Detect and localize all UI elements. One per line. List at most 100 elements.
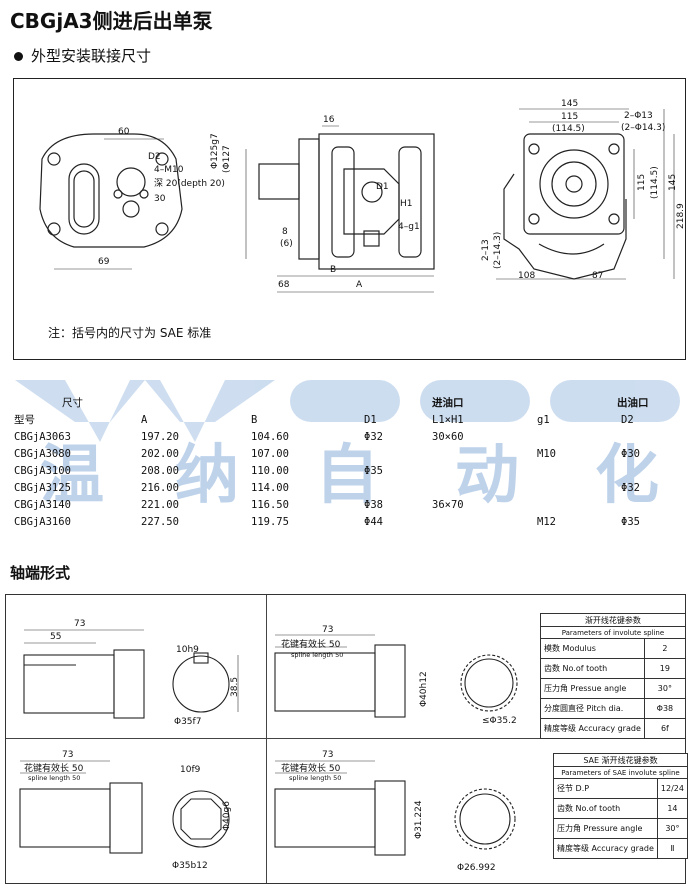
shaft1-d385: 38.5: [230, 676, 240, 697]
dim-g1: 4–g1: [398, 222, 420, 232]
param-value: 30°: [643, 678, 686, 699]
param-value: 14: [656, 798, 688, 819]
cell-l1h1: [432, 462, 537, 479]
cell-model: CBGjA3125: [14, 481, 71, 494]
header-model: 型号: [14, 414, 35, 426]
shaft-section-heading: 轴端形式: [10, 564, 71, 582]
involute-spline-table: 渐开线花键参数 Parameters of involute spline 模数…: [540, 613, 686, 739]
param-label: 齿数 No.of tooth: [540, 658, 645, 679]
cell-d1: [352, 445, 432, 462]
cell-a: 197.20: [141, 430, 179, 443]
shaft4-phi31: Φ31.224: [414, 800, 424, 839]
param-label: 压力角 Pressue angle: [540, 678, 645, 699]
shaft4-spline-cn: 花键有效长 50: [281, 764, 341, 774]
shaft3-phi35: Φ35b12: [172, 861, 208, 871]
shaft1-phi: Φ35f7: [174, 717, 202, 727]
dim-60: 60: [118, 127, 130, 137]
dim-30: 30: [154, 194, 166, 204]
dim-2-phi13: 2–Φ13: [624, 111, 653, 121]
shaft2-phi40: Φ40h12: [419, 671, 429, 707]
shaft2-spline-en: spline length 50: [291, 651, 344, 659]
cell-b: 116.50: [251, 498, 289, 511]
param-label: 齿数 No.of tooth: [553, 798, 658, 819]
outline-drawing-frame: 60 69 D2 4–M10 深 20(depth 20) 30 16 Φ125…: [13, 78, 686, 360]
sae-table-title-en: Parameters of SAE involute spline: [553, 766, 688, 779]
shaft3-phi40: Φ40g6: [222, 801, 232, 831]
header-d2: D2: [621, 413, 634, 426]
dim-m10: 4–M10: [154, 165, 184, 175]
header-g1: g1: [537, 413, 550, 426]
outline-drawing: [39, 108, 675, 293]
shaft3-spline-cn: 花键有效长 50: [24, 764, 84, 774]
dim-v218-9: 218.9: [676, 203, 686, 229]
param-value: 2: [643, 638, 686, 659]
cell-g1: [537, 428, 617, 445]
cell-a: 208.00: [141, 464, 179, 477]
cell-d2: [617, 496, 686, 513]
param-row: 分度圆直径 Pitch dia.Φ38: [540, 698, 686, 719]
dim-2-phi14-3: (2–Φ14.3): [621, 123, 666, 133]
cell-model: CBGjA3063: [14, 430, 71, 443]
shaft-sae-spline: 73 花键有效长 50 spline length 50 Φ31.224 Φ26…: [267, 739, 688, 883]
param-label: 模数 Modulus: [540, 638, 645, 659]
cell-g1: [537, 496, 617, 513]
param-label: 压力角 Pressure angle: [553, 818, 658, 839]
dim-2-13: 2–13: [481, 239, 491, 261]
section-heading-dimensions: 外型安装联接尺寸: [14, 45, 151, 66]
shaft2-len: 73: [322, 625, 334, 635]
header-inlet: 进油口: [432, 397, 464, 409]
shaft2-spline-cn: 花键有效长 50: [281, 640, 341, 650]
shaft3-len: 73: [62, 750, 74, 760]
cell-b: 104.60: [251, 430, 289, 443]
cell-model: CBGjA3080: [14, 447, 71, 460]
param-value: Ⅱ: [656, 838, 688, 859]
dim-8: 8: [282, 227, 288, 237]
cell-l1h1: 30×60: [432, 430, 464, 443]
shaft3-spline-en: spline length 50: [28, 774, 81, 782]
spec-table: 尺寸 进油口 出油口 型号 A B D1 L1×H1 g1 D2 CBGjA30…: [14, 394, 686, 530]
cell-d1: Φ38: [364, 498, 383, 511]
cell-d2: Φ32: [621, 481, 640, 494]
cell-g1: [537, 462, 617, 479]
shaft1-len2: 55: [50, 632, 62, 642]
shaft-keyed: 73 55 10h9 38.5 Φ35f7: [6, 595, 266, 738]
dim-114-5: (114.5): [552, 124, 585, 134]
param-label: 精度等级 Accuracy grade: [540, 718, 645, 739]
cell-model: CBGjA3160: [14, 515, 71, 528]
dim-6: (6): [280, 239, 293, 249]
shaft4-spline-en: spline length 50: [289, 774, 342, 782]
param-label: 精度等级 Accuracy grade: [553, 838, 658, 859]
table-header-row: 型号 A B D1 L1×H1 g1 D2: [14, 411, 686, 428]
header-d1: D1: [364, 413, 377, 426]
param-value: 6f: [643, 718, 686, 739]
header-b: B: [251, 413, 258, 426]
cell-l1h1: [432, 479, 537, 496]
dim-115: 115: [561, 112, 579, 122]
cell-l1h1: [432, 513, 537, 530]
dim-16: 16: [323, 115, 335, 125]
cell-g1: [537, 479, 617, 496]
param-label: 分度圆直径 Pitch dia.: [540, 698, 645, 719]
shaft1-key: 10h9: [176, 645, 199, 655]
param-value: 12/24: [656, 778, 688, 799]
cell-a: 227.50: [141, 515, 179, 528]
dim-v145: 145: [668, 173, 678, 191]
dim-h1: H1: [400, 199, 413, 209]
param-value: 30°: [656, 818, 688, 839]
dim-phi125: Φ125g7: [210, 133, 220, 169]
param-value: 19: [643, 658, 686, 679]
dim-145: 145: [561, 99, 579, 109]
header-a: A: [141, 413, 148, 426]
shaft3-key: 10f9: [180, 765, 201, 775]
cell-model: CBGjA3100: [14, 464, 71, 477]
